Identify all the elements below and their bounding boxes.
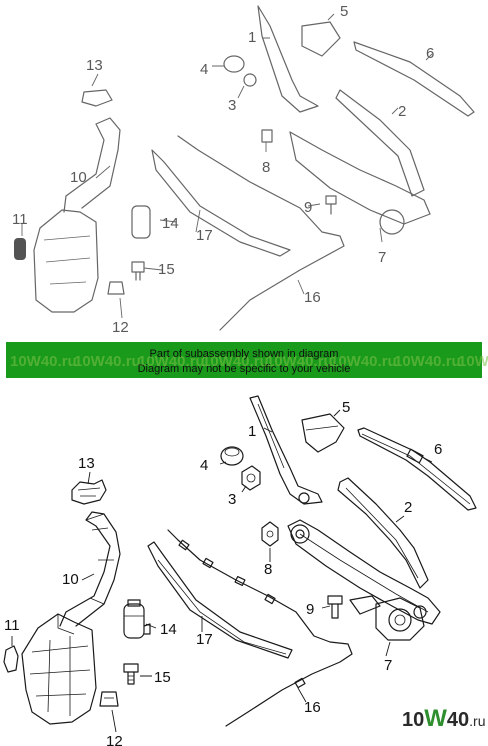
- washer-fluid-reservoir: [21, 613, 97, 725]
- site-watermark-logo: 10W40.ru: [402, 705, 486, 732]
- top-callout-11: 11: [12, 211, 28, 228]
- callout-16: 16: [304, 699, 321, 716]
- top-callout-5: 5: [340, 3, 348, 20]
- part-5-arm-cover: [301, 413, 345, 453]
- callout-15: 15: [154, 669, 171, 686]
- part-9-bolt: [327, 595, 343, 619]
- top-callout-15: 15: [158, 261, 175, 278]
- banner-watermark-text: 10W40.ru: [10, 353, 77, 370]
- top-callout-14: 14: [162, 215, 179, 232]
- watermark-suffix: .ru: [469, 713, 485, 729]
- top-reservoir: [33, 209, 99, 313]
- watermark-left: 10: [402, 709, 424, 731]
- top-callout-2: 2: [398, 103, 406, 120]
- top-callout-13: 13: [86, 57, 103, 74]
- top-callout-16: 16: [304, 289, 321, 306]
- top-callout-1: 1: [248, 29, 256, 46]
- callout-10: 10: [62, 571, 79, 588]
- banner-watermark-text: 10W40.ru: [202, 353, 269, 370]
- part-14-washer-pump: [123, 599, 151, 639]
- callout-17: 17: [196, 631, 213, 648]
- main-diagram: 1 2 3 4 5 6 7 8 9 10 11 12 13 14 15 16 1…: [3, 395, 477, 746]
- subassembly-banner: 10W40.ru10W40.ru10W40.ru10W40.ru10W40.ru…: [6, 342, 488, 378]
- callout-1: 1: [248, 423, 256, 440]
- part-2-wiper-arm: [337, 477, 429, 589]
- banner-watermark-text: 10W40.ru: [266, 353, 333, 370]
- banner-watermark-text: 10W40.ru: [394, 353, 461, 370]
- callout-14: 14: [160, 621, 177, 638]
- top-arm-1: [257, 5, 319, 113]
- top-hose: [177, 135, 345, 331]
- part-13-filler-cap: [71, 479, 107, 505]
- part-11-grommet: [3, 645, 19, 673]
- svg-text:10W40.ru: 10W40.ru: [402, 705, 486, 732]
- callout-2: 2: [404, 499, 412, 516]
- callout-7: 7: [384, 657, 392, 674]
- part-1-wiper-arm: [249, 395, 323, 505]
- part-4-grommet: [220, 446, 244, 466]
- banner-watermark-text: 10W40.ru: [330, 353, 397, 370]
- part-12-clip: [99, 691, 119, 707]
- callout-6: 6: [434, 441, 442, 458]
- top-arm-2: [335, 89, 425, 197]
- top-callout-4: 4: [200, 61, 208, 78]
- top-callout-8: 8: [262, 159, 270, 176]
- top-callout-3: 3: [228, 97, 236, 114]
- leader-lines: [11, 409, 433, 733]
- callout-5: 5: [342, 399, 350, 416]
- top-callout-7: 7: [378, 249, 386, 266]
- top-callout-12: 12: [112, 319, 129, 336]
- watermark-mid: W: [424, 705, 447, 732]
- banner-line-2: Diagram may not be specific to your vehi…: [138, 363, 351, 375]
- part-7-wiper-linkage-motor: [287, 519, 441, 641]
- callout-9: 9: [306, 601, 314, 618]
- part-17-seal-strip: [147, 541, 293, 659]
- top-diagram: 1 2 3 4 5 6 7 8 9 10 11 12 13 14 15 17 1…: [12, 3, 475, 336]
- top-callout-17: 17: [196, 227, 213, 244]
- callout-11: 11: [4, 617, 20, 634]
- callout-13: 13: [78, 455, 95, 472]
- banner-line-1: Part of subassembly shown in diagram: [150, 348, 339, 360]
- top-blade-6: [353, 41, 475, 117]
- top-callout-10: 10: [70, 169, 87, 186]
- top-callout-9: 9: [304, 199, 312, 216]
- banner-watermark-repeat: 10W40.ru10W40.ru10W40.ru10W40.ru10W40.ru…: [10, 353, 488, 370]
- banner-watermark-text: 10W40.ru: [138, 353, 205, 370]
- callout-4: 4: [200, 457, 208, 474]
- part-6-wiper-blade: [357, 427, 477, 511]
- top-seal-strip: [151, 149, 291, 257]
- part-15-bolt: [123, 663, 139, 685]
- banner-watermark-text: 10W40.ru: [458, 353, 488, 370]
- part-10-filler-neck: [59, 511, 121, 627]
- part-16-washer-hose: [167, 529, 353, 727]
- top-linkage: [289, 131, 431, 225]
- top-part-11-grommet: [14, 238, 26, 260]
- part-8-nut: [261, 521, 279, 547]
- banner-background: [6, 342, 482, 378]
- watermark-right: 40: [447, 709, 469, 731]
- banner-watermark-text: 10W40.ru: [74, 353, 141, 370]
- top-filler-neck: [63, 117, 121, 213]
- callout-8: 8: [264, 561, 272, 578]
- part-3-nut: [241, 465, 261, 491]
- top-callout-6: 6: [426, 45, 434, 62]
- callout-12: 12: [106, 733, 123, 746]
- callout-3: 3: [228, 491, 236, 508]
